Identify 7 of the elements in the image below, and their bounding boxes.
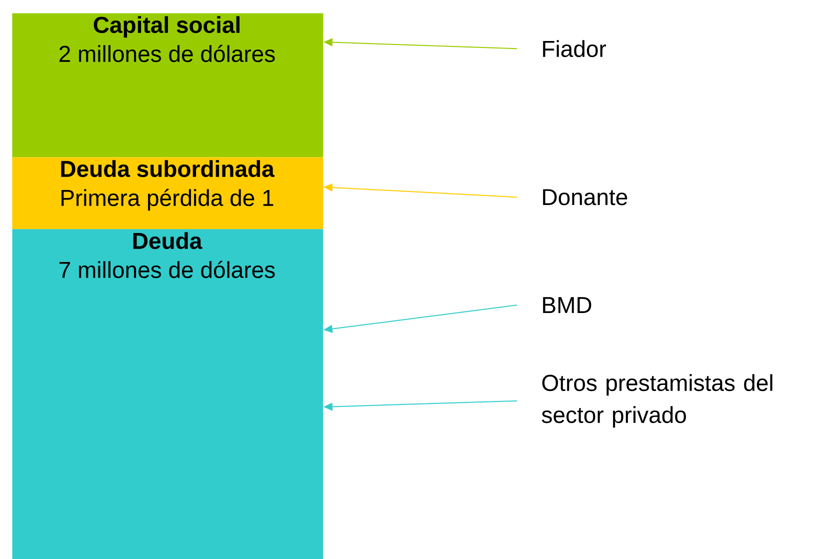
stacked-block: Deuda 7 millones de dólares <box>12 229 324 559</box>
text-label: Otros prestamistas del sector privado <box>542 374 772 428</box>
stacked-block: Deuda subordinada Primera pérdida de 1 <box>12 157 324 230</box>
stacked-block: Capital social 2 millones de dólares <box>12 13 324 158</box>
text-label: Fiador <box>543 40 606 58</box>
text-label: BMD <box>543 297 592 313</box>
text-label: Donante <box>543 189 628 206</box>
